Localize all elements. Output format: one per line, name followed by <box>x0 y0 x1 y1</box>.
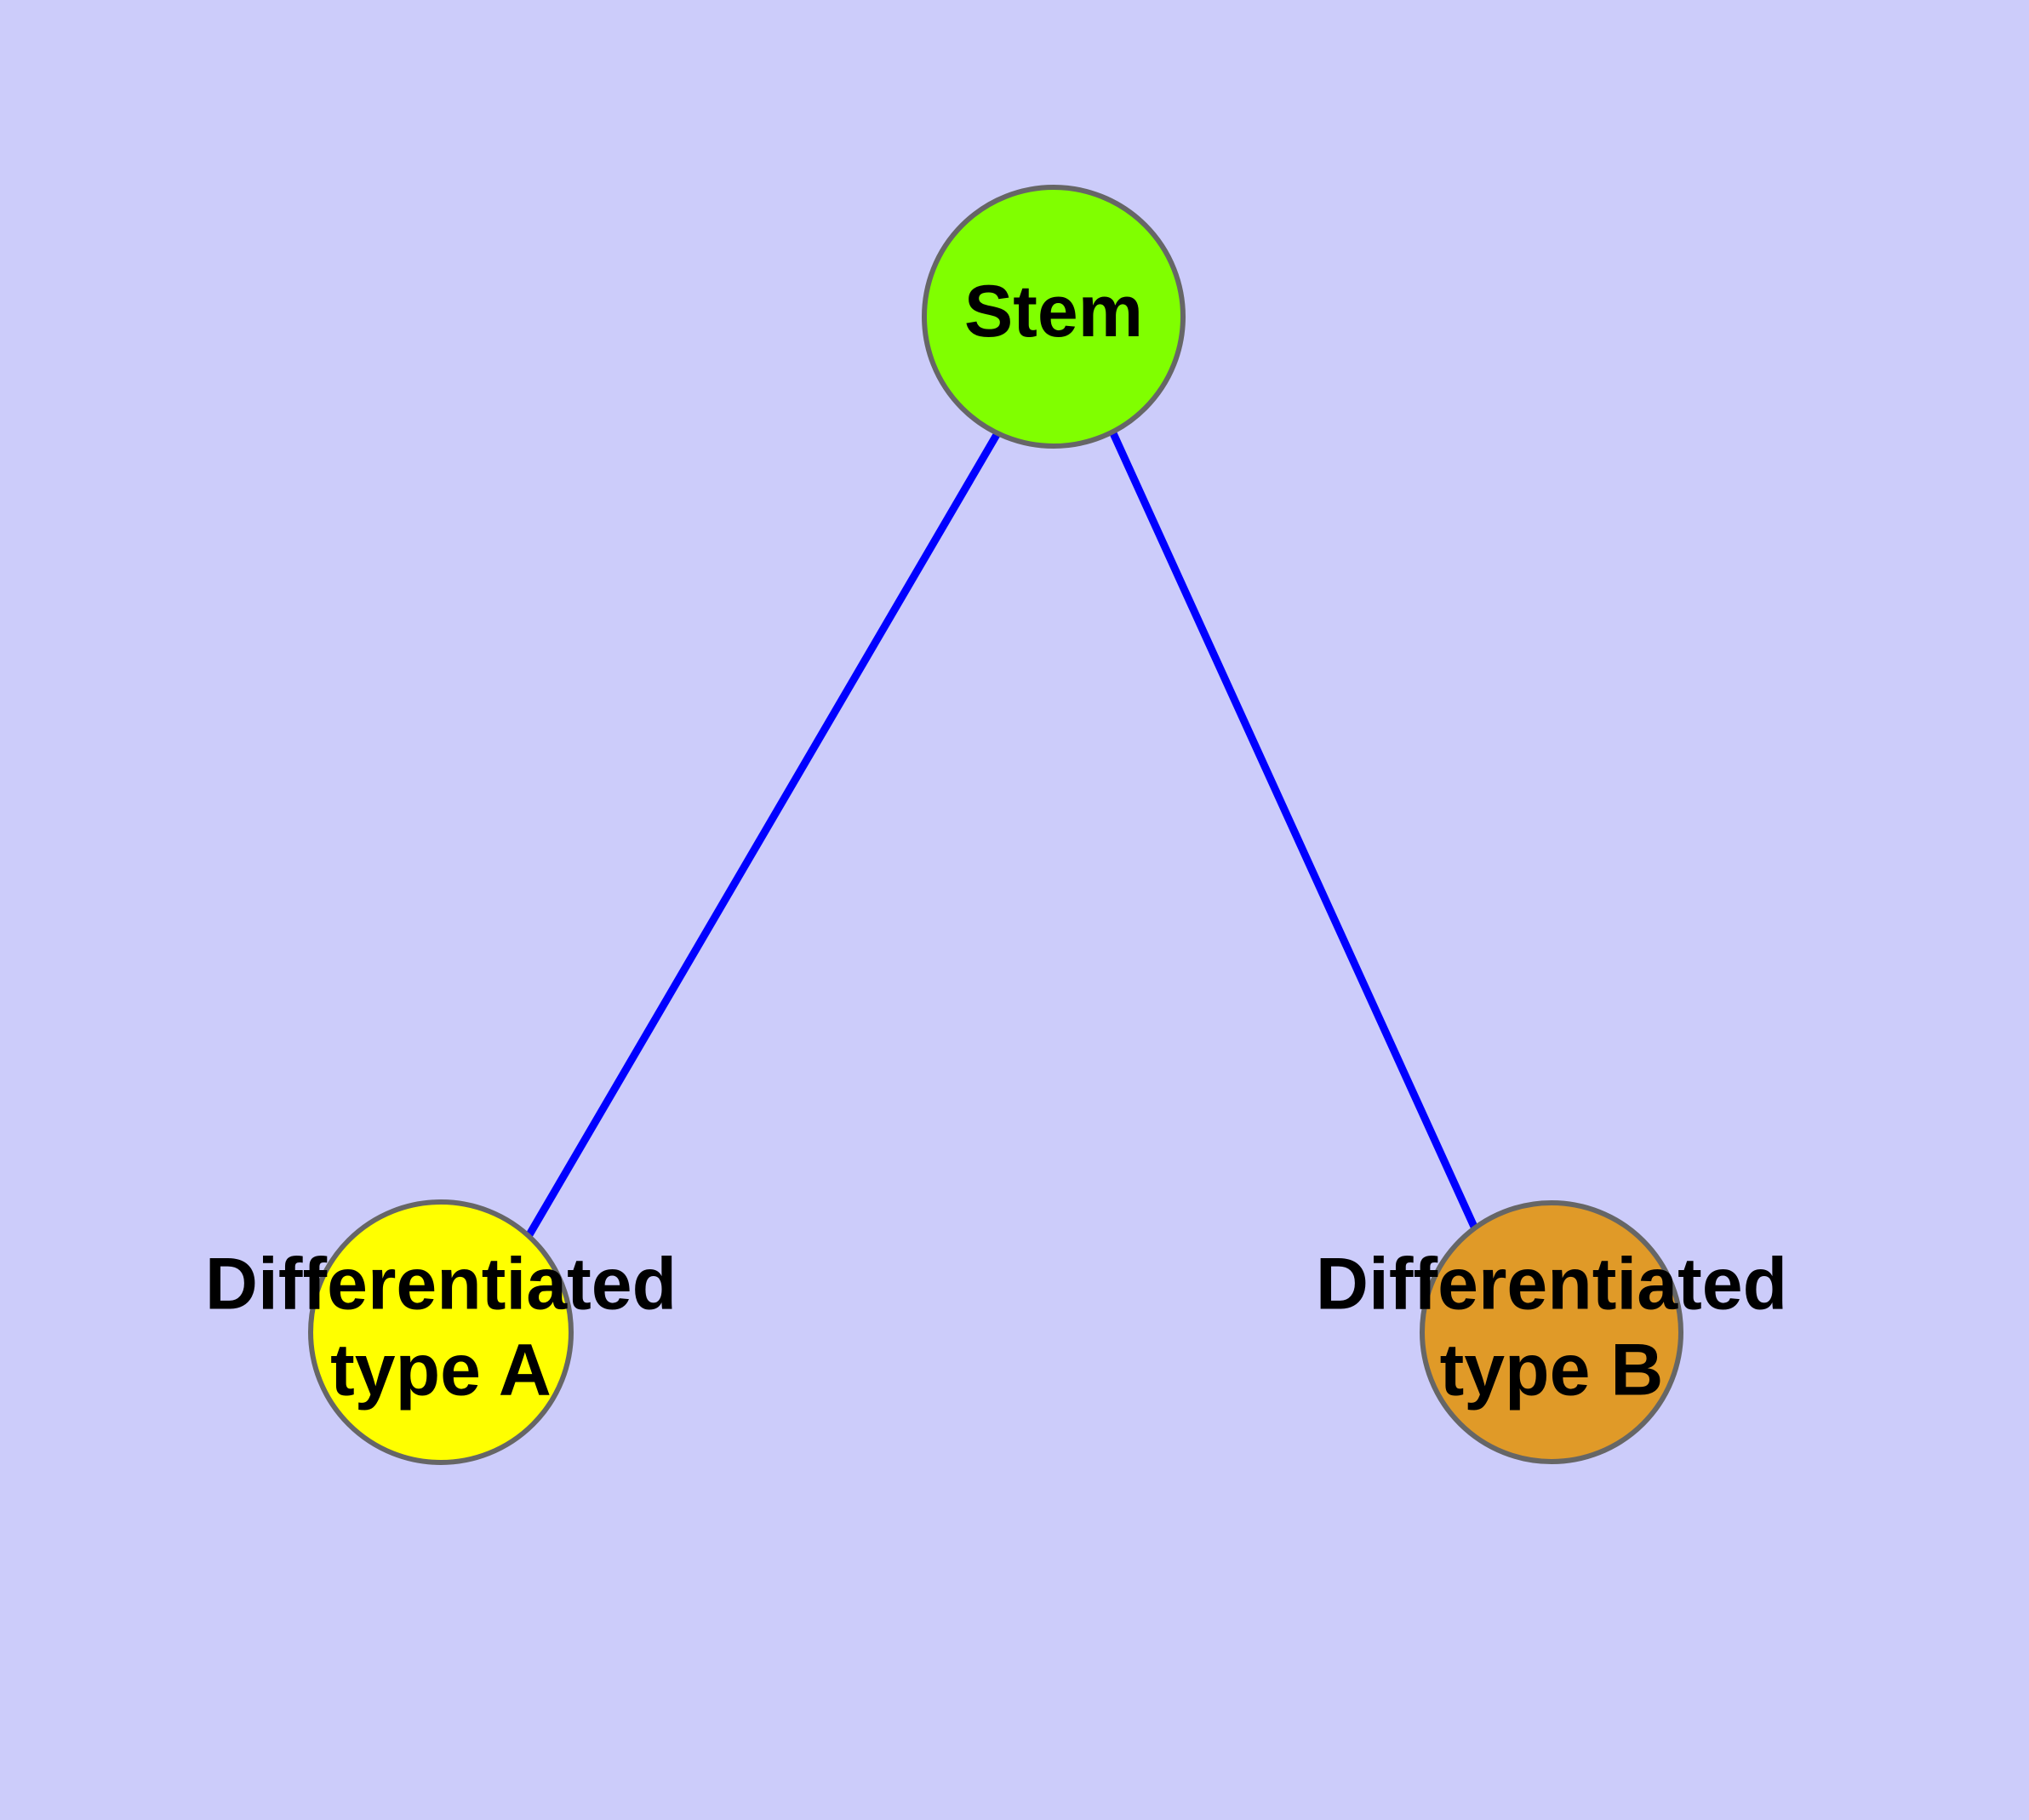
graph-node-label-stem: Stem <box>964 271 1143 352</box>
edges-layer <box>522 431 1483 1245</box>
graph-node-diff_a[interactable] <box>308 1199 574 1465</box>
label-line: Stem <box>964 271 1143 352</box>
nodes-layer <box>308 185 1683 1465</box>
graph-node-stem[interactable] <box>922 185 1186 449</box>
label-line: Differentiated <box>1316 1243 1787 1325</box>
label-line: Differentiated <box>205 1243 677 1325</box>
label-line: type B <box>1440 1329 1664 1411</box>
graph-edge-stem-to-diff-a <box>522 431 1001 1245</box>
graph-node-diff_b[interactable] <box>1420 1200 1683 1464</box>
label-line: type A <box>330 1329 552 1411</box>
graph-edge-stem-to-diff-b <box>1109 432 1483 1238</box>
